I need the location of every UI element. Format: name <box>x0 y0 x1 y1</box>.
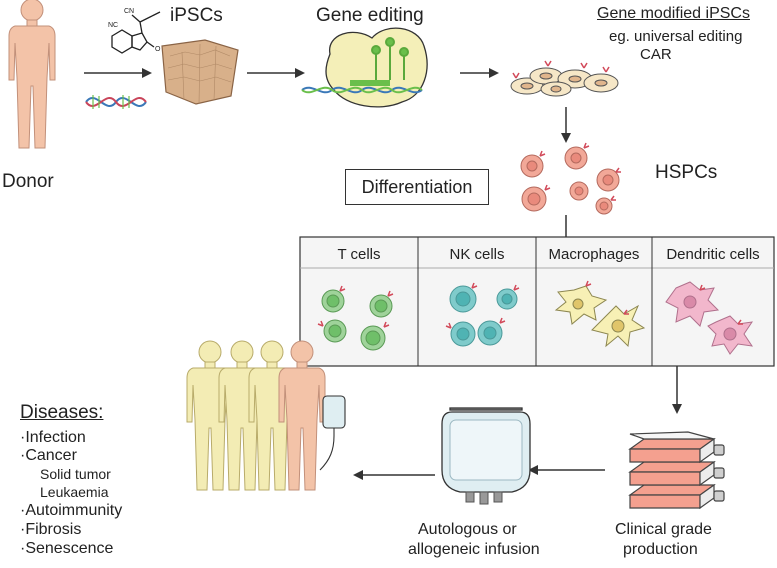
nk-cells-illustration <box>445 282 520 347</box>
ipsc-colony-icon <box>161 39 239 105</box>
dendritic-cells-illustration <box>665 281 754 355</box>
molecule-label-cn: CN <box>124 8 134 15</box>
disease-item-fibrosis: ·Fibrosis <box>20 521 82 538</box>
gene-editing-label: Gene editing <box>316 5 424 26</box>
disease-item-autoimmunity: ·Autoimmunity <box>20 502 123 519</box>
ipscs-label: iPSCs <box>170 5 223 26</box>
molecule-label-nc: NC <box>108 22 118 29</box>
disease-item-senescence: ·Senescence <box>20 540 114 557</box>
gene-modified-ipscs-label: Gene modified iPSCs <box>597 5 750 22</box>
t-cells-illustration <box>317 285 394 351</box>
disease-item-cancer: ·Cancer <box>20 447 77 464</box>
infusion-label-line1: Autologous or <box>418 521 517 538</box>
production-label-line1: Clinical grade <box>615 521 712 538</box>
differentiation-box: Differentiation <box>345 169 489 205</box>
gene-modified-ipsc-cells <box>510 60 619 97</box>
car-label: CAR <box>640 46 672 63</box>
infusion-label-line2: allogeneic infusion <box>408 541 540 558</box>
molecule-label-o: O <box>155 46 161 53</box>
infusion-bag-icon <box>441 407 531 505</box>
cell-type-header-dendritic-cells: Dendritic cells <box>666 246 760 263</box>
disease-item-infection: ·Infection <box>20 429 86 446</box>
culture-flask-stack-icon <box>628 431 725 510</box>
macrophages-illustration <box>554 280 646 348</box>
flow-arrows <box>84 68 682 480</box>
disease-subitem-leukaemia: Leukaemia <box>40 484 109 500</box>
donor-label: Donor <box>2 171 54 192</box>
disease-subitem-solid-tumor: Solid tumor <box>40 466 111 482</box>
cell-type-header-macrophages: Macrophages <box>548 246 640 263</box>
dna-helix-icon <box>85 95 147 109</box>
eg-universal-editing-label: eg. universal editing <box>609 28 743 45</box>
patients-group-icon <box>186 340 326 491</box>
donor-icon <box>8 0 56 149</box>
cell-type-header-t-cells: T cells <box>337 246 381 263</box>
hspcs-label: HSPCs <box>655 162 718 183</box>
cell-type-header-nk-cells: NK cells <box>449 246 505 263</box>
diseases-title: Diseases: <box>20 402 104 423</box>
chemical-molecule-icon <box>111 11 161 54</box>
iv-drip-bag-icon <box>319 395 346 471</box>
hspc-cells <box>520 142 621 215</box>
gene-editing-complex-icon <box>301 27 428 108</box>
production-label-line2: production <box>623 541 698 558</box>
